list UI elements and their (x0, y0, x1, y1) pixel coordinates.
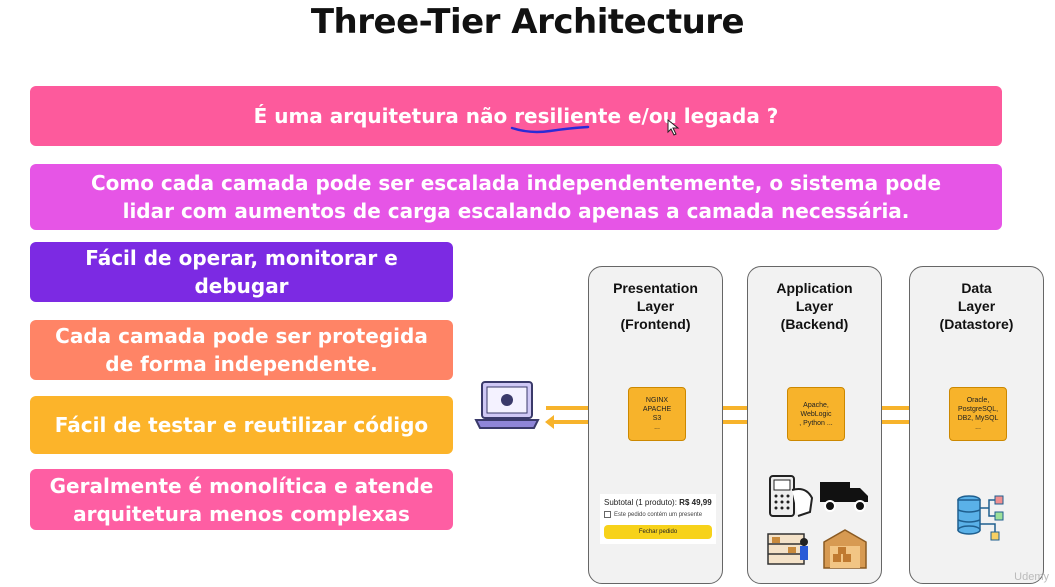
benefit-testing: Fácil de testar e reutilizar código (30, 396, 453, 454)
handwritten-underline (510, 125, 590, 134)
benefit-label: Fácil de testar e reutilizar código (54, 413, 429, 437)
subtotal-value: R$ 49,99 (679, 498, 712, 507)
benefit-monolithic: Geralmente é monolítica e atende arquite… (30, 469, 453, 530)
question-text: É uma arquitetura não resiliente e/ou le… (253, 104, 779, 128)
warehouse-worker-icon (767, 533, 808, 565)
application-tier: Application Layer (Backend) Apache, WebL… (747, 266, 882, 584)
tech-box: NGINX APACHE S3 ... (628, 387, 686, 441)
warehouse-boxes-icon (823, 529, 867, 569)
payment-terminal-icon (769, 475, 814, 517)
benefit-security: Cada camada pode ser protegida de forma … (30, 320, 453, 380)
tech-box: Oracle, PostgreSQL, DB2, MySQL ... (949, 387, 1007, 441)
scalability-text: Como cada camada pode ser escalada indep… (90, 171, 942, 223)
question-banner: É uma arquitetura não resiliente e/ou le… (30, 86, 1002, 146)
benefit-label: Fácil de operar, monitorar e debugar (85, 246, 398, 298)
tier-title: Data Layer (Datastore) (939, 280, 1014, 332)
benefit-label: Geralmente é monolítica e atende arquite… (49, 473, 434, 526)
delivery-truck-icon (820, 482, 868, 512)
subtotal-label: Subtotal (1 produto): (604, 498, 677, 507)
gift-checkbox[interactable]: Este pedido contém um presente (604, 511, 702, 518)
tech-box: Apache, WebLogic , Python ... (787, 387, 845, 441)
watermark: Udemy (1014, 571, 1049, 583)
laptop-icon (474, 381, 540, 429)
checkout-widget: Subtotal (1 produto): R$ 49,99 Este pedi… (600, 494, 716, 544)
close-order-button[interactable]: Fechar pedido (604, 525, 712, 539)
benefit-label: Cada camada pode ser protegida de forma … (55, 324, 428, 376)
page-title: Three-Tier Architecture (310, 2, 745, 42)
benefit-operate: Fácil de operar, monitorar e debugar (30, 242, 453, 302)
database-icon (957, 495, 1004, 541)
mouse-cursor-icon (667, 118, 680, 136)
scalability-banner: Como cada camada pode ser escalada indep… (30, 164, 1002, 230)
subtotal: Subtotal (1 produto): R$ 49,99 (604, 498, 712, 507)
tier-title: Presentation Layer (Frontend) (613, 280, 698, 332)
tier-title: Application Layer (Backend) (776, 280, 853, 332)
